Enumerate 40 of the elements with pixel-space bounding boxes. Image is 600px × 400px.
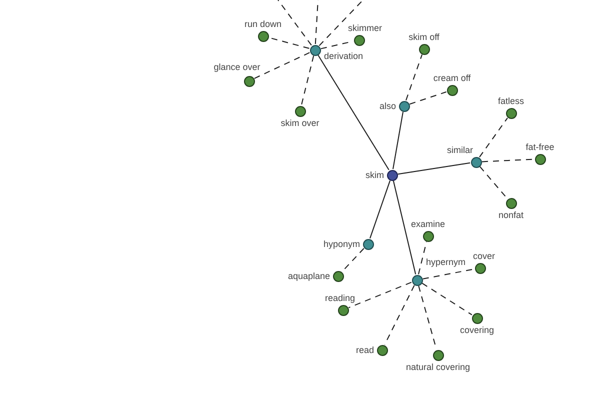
node-label: glance over <box>214 62 260 72</box>
node-label: run down <box>244 19 282 29</box>
node-label: skim over <box>280 118 320 128</box>
node-label: derivation <box>324 51 364 61</box>
connector-line <box>370 180 390 239</box>
dashed-connector-line <box>278 0 312 46</box>
node-label: cover <box>473 251 495 261</box>
dashed-connector-line <box>479 117 508 158</box>
connector-line <box>392 111 404 170</box>
node-label: similar <box>447 145 473 155</box>
dashed-connector-line <box>482 158 534 162</box>
node-label: skim <box>366 170 384 180</box>
connector-line <box>318 54 390 170</box>
dashed-connector-line <box>422 268 475 280</box>
node-label: fat-free <box>526 142 554 152</box>
node-label: nonfat <box>498 210 524 220</box>
dashed-connector-line <box>422 282 472 316</box>
node-label: hyponym <box>323 239 360 249</box>
dashed-connector-line <box>300 55 314 106</box>
node-label: cream off <box>433 73 471 83</box>
dashed-connector-line <box>406 54 422 101</box>
node-label: examine <box>410 219 446 229</box>
node-label: skimmer <box>348 23 382 33</box>
node-label: covering <box>460 325 494 335</box>
dashed-connector-line <box>254 52 310 79</box>
node-label: read <box>356 345 374 355</box>
dashed-connector-line <box>348 282 412 308</box>
node-label: fatless <box>498 96 524 106</box>
connector-line <box>392 180 416 275</box>
node-label: also <box>379 101 396 111</box>
dashed-connector-line <box>409 91 447 105</box>
node-label: skim off <box>408 32 440 42</box>
node-label: reading <box>324 293 356 303</box>
dashed-connector-line <box>418 241 427 275</box>
dashed-connector-line <box>479 166 508 199</box>
node-label: aquaplane <box>288 271 330 281</box>
node-label: hypernym <box>426 257 466 267</box>
dashed-connector-line <box>318 0 364 46</box>
connector-line <box>397 162 471 175</box>
node-label: natural covering <box>406 362 470 372</box>
